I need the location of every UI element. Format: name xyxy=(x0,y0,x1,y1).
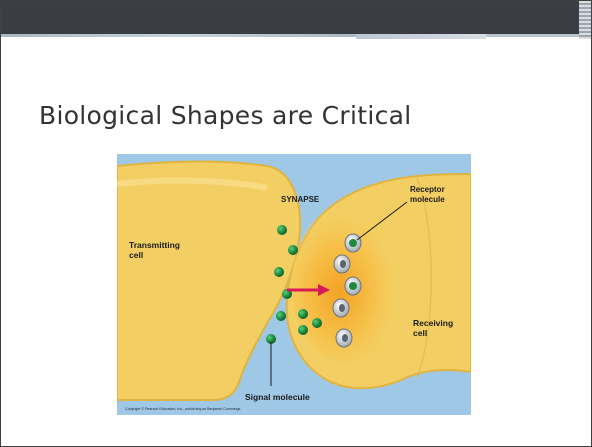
figure-copyright: Copyright © Pearson Education, Inc., pub… xyxy=(125,407,241,411)
synapse-figure: SYNAPSE Receptor molecule Transmitting c… xyxy=(117,154,471,415)
signal-molecule xyxy=(274,267,284,277)
signal-molecule xyxy=(288,245,298,255)
slide-title: Biological Shapes are Critical xyxy=(39,101,411,130)
receptor-molecule xyxy=(345,277,361,295)
label-signal-molecule: Signal molecule xyxy=(245,392,310,402)
signal-molecule xyxy=(312,318,322,328)
label-synapse: SYNAPSE xyxy=(281,195,320,204)
header-corner-decoration xyxy=(579,1,591,39)
signal-molecule xyxy=(277,225,287,235)
receptor-molecule xyxy=(334,255,350,273)
signal-molecule xyxy=(298,309,308,319)
receptor-molecule xyxy=(333,299,349,317)
header-band xyxy=(1,1,591,34)
label-receptor-line2: molecule xyxy=(410,195,445,204)
receptor-molecule xyxy=(336,329,352,347)
label-receptor-line1: Receptor xyxy=(410,185,445,194)
label-receiving-line2: cell xyxy=(413,328,427,338)
label-transmitting-line1: Transmitting xyxy=(129,240,180,250)
receptor-molecule xyxy=(345,234,361,252)
label-receiving-line1: Receiving xyxy=(413,318,453,328)
signal-molecule xyxy=(298,325,308,335)
header-accent-line xyxy=(1,34,591,39)
signal-molecule xyxy=(276,311,286,321)
label-transmitting-line2: cell xyxy=(129,250,143,260)
